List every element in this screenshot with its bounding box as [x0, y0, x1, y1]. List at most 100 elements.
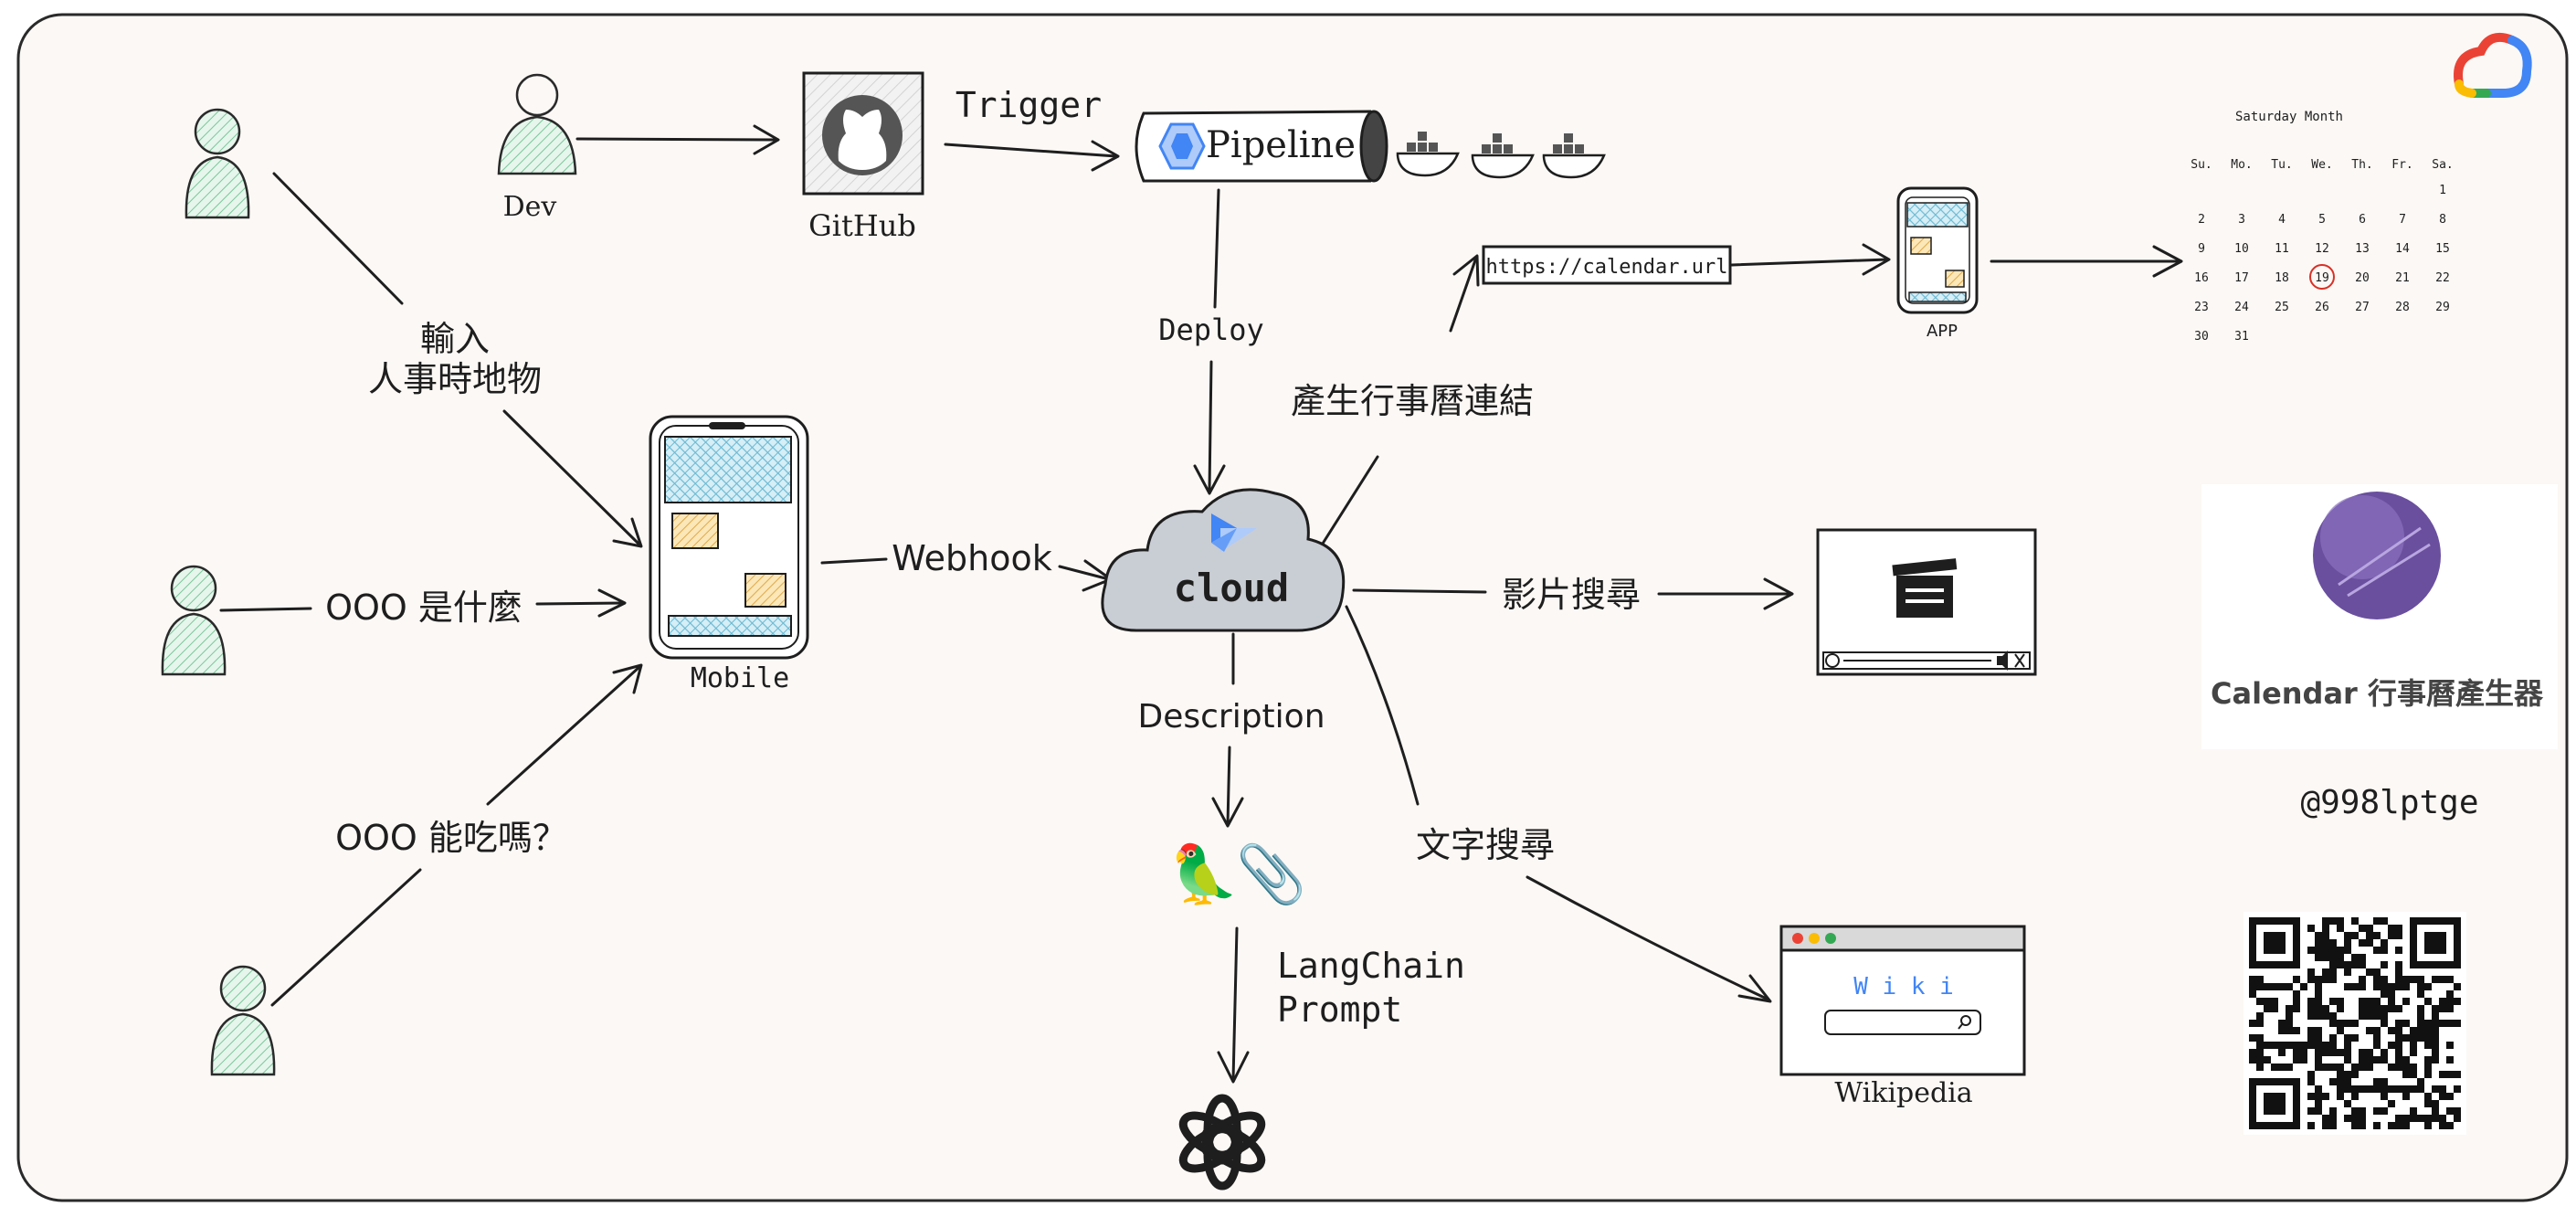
calendar-day: 11 — [2275, 242, 2289, 256]
cloud-node: cloud — [1101, 488, 1346, 632]
calendar-weekday: We. — [2311, 158, 2332, 172]
calendar-day: 10 — [2234, 242, 2249, 256]
video-player — [1816, 528, 2037, 676]
wikipedia-label: Wikipedia — [1834, 1077, 1972, 1109]
calendar-day: 15 — [2435, 242, 2450, 256]
calendar-day: 31 — [2234, 330, 2249, 344]
arrow-dev-to-github — [575, 137, 778, 142]
text-search-label: 文字搜尋 — [1416, 825, 1555, 865]
calendar-day: 4 — [2278, 213, 2286, 227]
calendar-day: 30 — [2194, 330, 2209, 344]
langchain-label-line1: LangChain — [1277, 946, 1465, 986]
calendar-day: 8 — [2439, 213, 2446, 227]
pipeline-label: Pipeline — [1206, 124, 1356, 166]
description-label: Description — [1137, 698, 1325, 735]
github-icon — [822, 95, 903, 175]
search-icon — [1960, 1015, 1971, 1026]
calendar-url-label: https://calendar.url — [1486, 256, 1728, 279]
arrow-mobile-to-cloud — [820, 557, 888, 565]
product-title: Calendar 行事曆產生器 — [2211, 676, 2544, 711]
calendar-weekday: Th. — [2351, 158, 2372, 172]
calendar-day: 20 — [2355, 271, 2370, 285]
mobile-device — [649, 415, 809, 660]
app-phone — [1896, 186, 1979, 314]
what-is-label: OOO 是什麼 — [325, 587, 523, 628]
calendar-day: 3 — [2238, 213, 2245, 227]
person-icon — [210, 965, 276, 1076]
product-logo — [2313, 492, 2441, 619]
mobile-label: Mobile — [691, 662, 789, 694]
calendar-weekday: Mo. — [2231, 158, 2252, 172]
calendar-day: 22 — [2435, 271, 2450, 285]
can-eat-label: OOO 能吃嗎？ — [335, 818, 567, 858]
arrow-github-to-pipeline — [944, 143, 1118, 158]
docker-whale-icon — [1396, 132, 1460, 177]
calendar-day: 21 — [2395, 271, 2410, 285]
wiki-logo: W i k i — [1853, 973, 1954, 1000]
docker-whale-icon — [1471, 133, 1535, 179]
calendar-weekday: Fr. — [2391, 158, 2412, 172]
arrow-pipeline-to-cloud — [1213, 188, 1220, 309]
arrow-url-to-app — [1730, 258, 1889, 267]
github-label: GitHub — [808, 208, 916, 243]
calendar-day: 18 — [2275, 271, 2289, 285]
calendar-day: 7 — [2399, 213, 2406, 227]
calendar-day: 29 — [2435, 301, 2450, 314]
calendar-day: 9 — [2198, 242, 2205, 256]
calendar-day: 14 — [2395, 242, 2410, 256]
qr-code — [2243, 912, 2466, 1135]
google-cloud-logo-icon — [2454, 33, 2532, 98]
clapperboard-icon — [1892, 558, 1958, 618]
play-icon — [1825, 653, 1840, 668]
calendar-day: 28 — [2395, 301, 2410, 314]
arrow-cloud-to-wiki — [1345, 605, 1420, 806]
dev-person-icon — [497, 73, 577, 175]
arrow-cloud-to-video — [1352, 588, 1487, 594]
cloud-build-icon — [1158, 122, 1206, 170]
langchain-label-line2: Prompt — [1277, 989, 1402, 1030]
docker-whale-icon — [1542, 133, 1606, 179]
calendar-weekday: Su. — [2191, 158, 2212, 172]
deploy-label: Deploy — [1158, 312, 1264, 347]
arrow-person2-to-mobile — [219, 607, 312, 612]
fullscreen-icon — [2014, 653, 2025, 668]
arrow-langchain-to-openai — [1231, 926, 1239, 1082]
trigger-label: Trigger — [955, 85, 1102, 125]
webhook-label: Webhook — [892, 538, 1051, 578]
calendar-day: 23 — [2194, 301, 2209, 314]
calendar-url-box — [1482, 245, 1732, 285]
calendar-day: 26 — [2315, 301, 2329, 314]
arrow-person1-to-mobile — [272, 172, 404, 305]
calendar-day: 1 — [2439, 184, 2446, 197]
calendar-day: 16 — [2194, 271, 2209, 285]
calendar-day: 27 — [2355, 301, 2370, 314]
calendar-weekday: Tu. — [2271, 158, 2292, 172]
calendar-day: 17 — [2234, 271, 2249, 285]
arrow-cloud-to-calendar-url — [1319, 455, 1379, 548]
video-search-label: 影片搜尋 — [1502, 575, 1641, 615]
calendar-day: 19 — [2315, 271, 2329, 285]
calendar-day: 13 — [2355, 242, 2370, 256]
app-label: APP — [1927, 322, 1958, 341]
wiki-browser: W i k i — [1779, 925, 2026, 1076]
calendar-day: 6 — [2359, 213, 2366, 227]
input-label-line1: 輸入 — [420, 319, 490, 359]
calendar-highlight-circle — [2309, 264, 2335, 290]
dev-label: Dev — [503, 191, 557, 223]
openai-icon — [1178, 1094, 1266, 1191]
person-icon — [161, 565, 227, 676]
calendar-weekday: Sa. — [2432, 158, 2453, 172]
pipeline-node: Pipeline — [1135, 110, 1388, 183]
parrot-icon: 🦜 — [1168, 840, 1239, 908]
volume-icon — [1997, 651, 2008, 671]
paperclip-icon: 📎 — [1236, 840, 1306, 908]
cloud-run-icon — [1211, 513, 1257, 552]
calendar-day: 12 — [2315, 242, 2329, 256]
person-icon — [185, 108, 250, 219]
arrow-person3-to-mobile — [270, 868, 422, 1007]
calendar-day: 25 — [2275, 301, 2289, 314]
cloud-label: cloud — [1174, 566, 1289, 610]
calendar-title: Saturday Month — [2235, 110, 2343, 124]
input-label-line2: 人事時地物 — [368, 359, 542, 399]
